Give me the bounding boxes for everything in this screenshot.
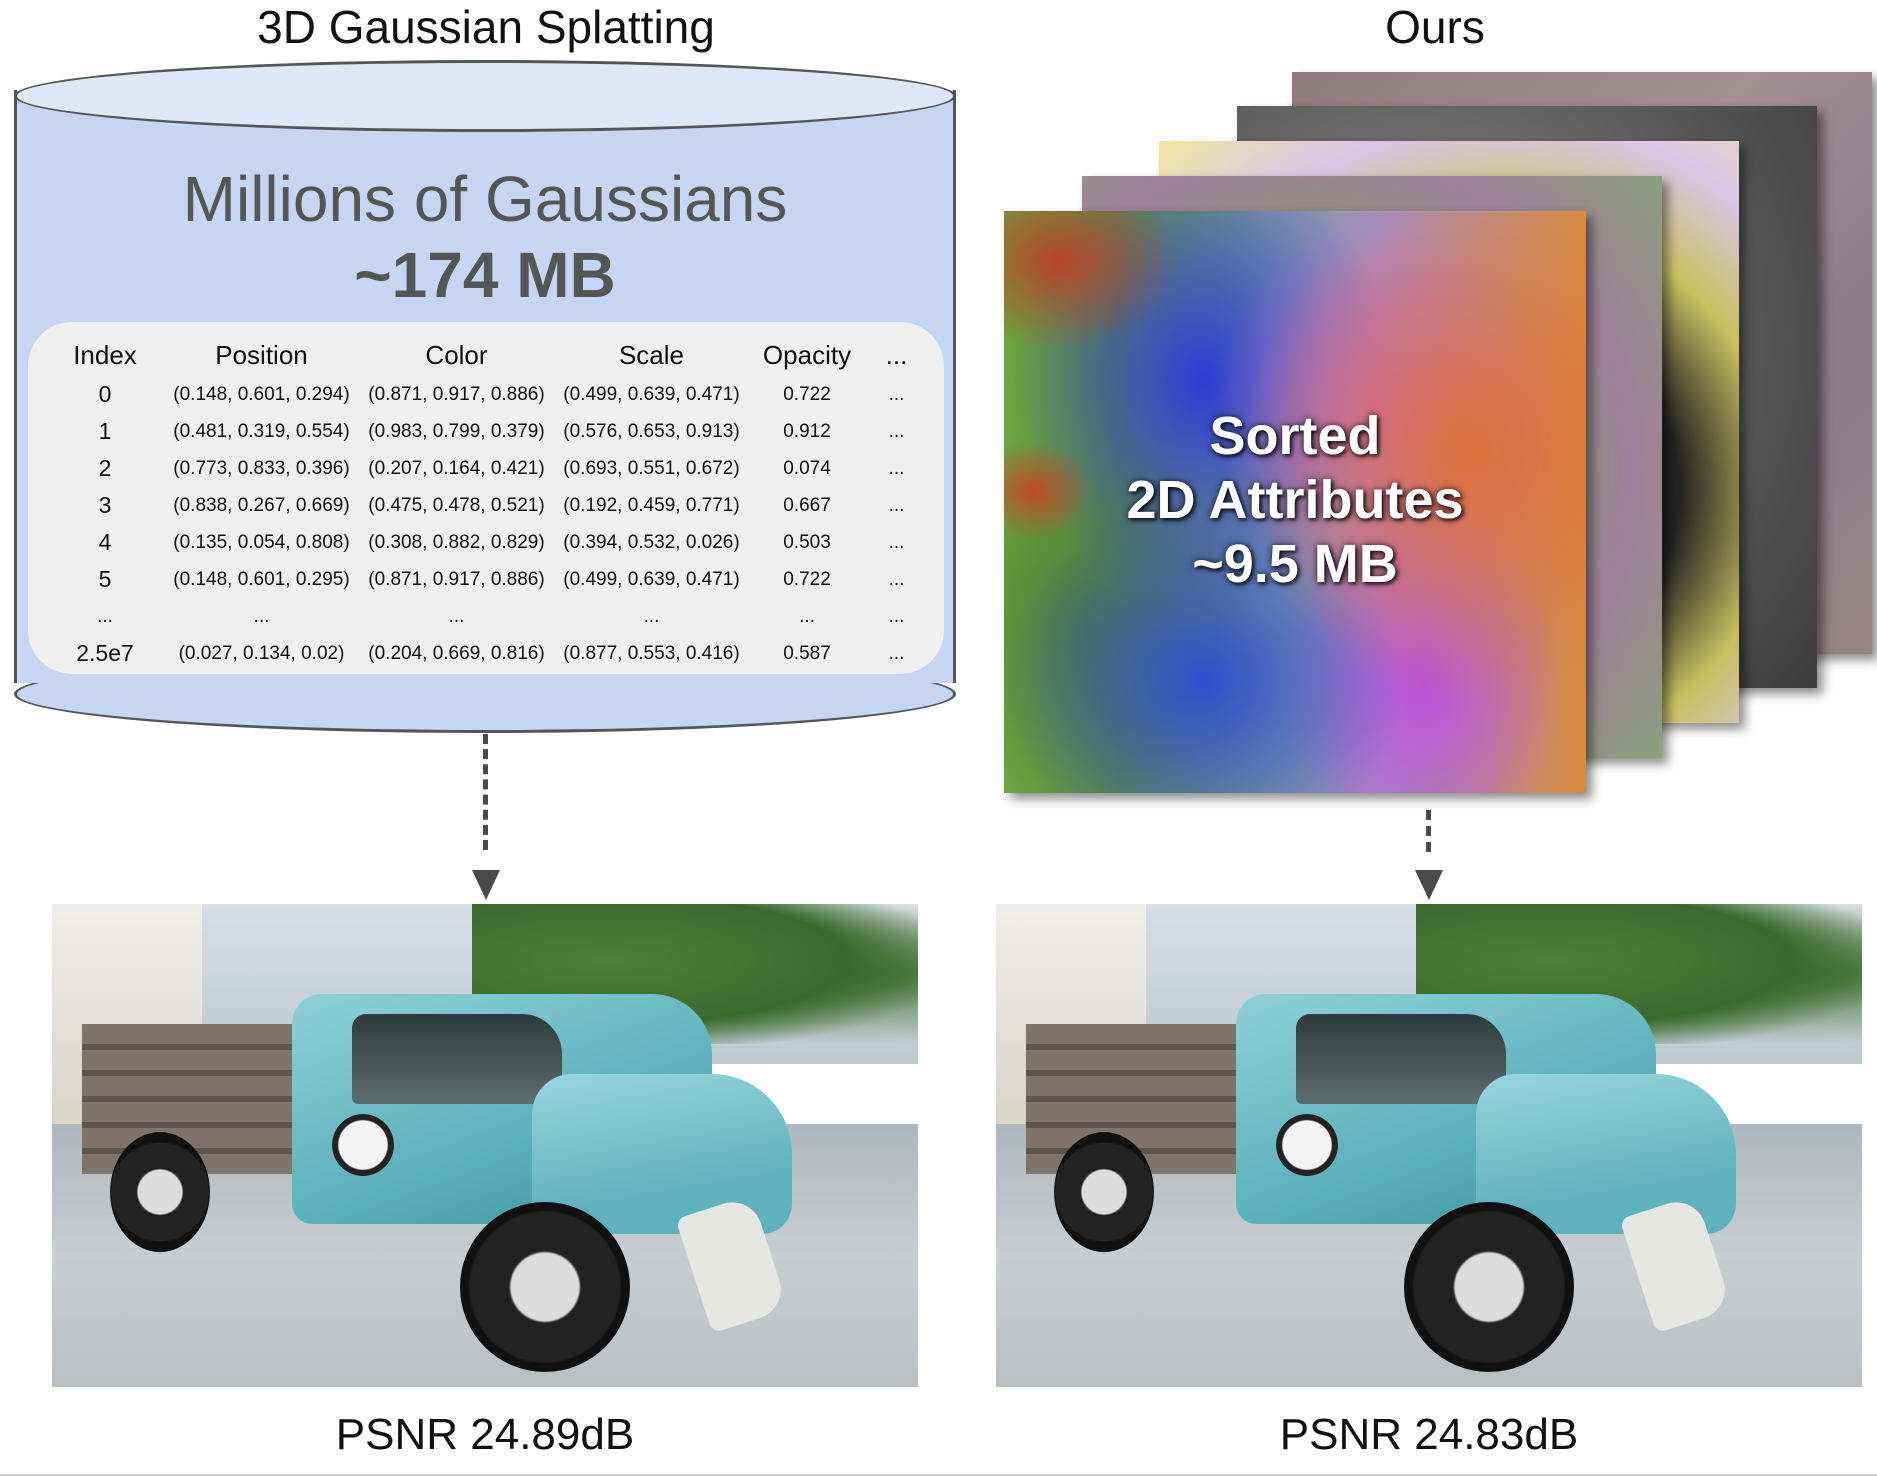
table-row: 3 (0.838, 0.267, 0.669) (0.475, 0.478, 0… [46, 487, 928, 524]
cell-opacity: 0.503 [783, 531, 831, 553]
stack-label-line: 2D Attributes [1126, 470, 1464, 530]
column-header-opacity: Opacity [762, 339, 852, 370]
cell-scale: (0.877, 0.553, 0.416) [563, 642, 740, 664]
cell-index: 2.5e7 [76, 640, 134, 666]
table-row: 2 (0.773, 0.833, 0.396) (0.207, 0.164, 0… [46, 450, 928, 487]
cell-scale: (0.192, 0.459, 0.771) [563, 494, 740, 516]
cell-color: ... [448, 605, 465, 627]
column-header-more: ... [885, 339, 908, 370]
cell-position: ... [253, 605, 270, 627]
cell-color: (0.308, 0.882, 0.829) [368, 531, 545, 553]
cell-opacity: 0.074 [783, 457, 831, 479]
arrow-head-right-icon [1415, 870, 1443, 900]
cell-index: 5 [98, 566, 112, 592]
cell-opacity: 0.722 [783, 568, 831, 590]
cell-scale: (0.576, 0.653, 0.913) [563, 420, 740, 442]
cell-color: (0.871, 0.917, 0.886) [368, 383, 545, 405]
column-header-index: Index [73, 339, 137, 370]
cell-more: ... [888, 568, 905, 590]
dashed-arrow-left [483, 734, 488, 850]
column-header-scale: Scale [618, 339, 685, 370]
cell-more: ... [888, 494, 905, 516]
cell-position: (0.148, 0.601, 0.295) [173, 568, 350, 590]
title-ours: Ours [1385, 1, 1485, 53]
cell-more: ... [888, 457, 905, 479]
table-row: 2.5e7 (0.027, 0.134, 0.02) (0.204, 0.669… [46, 635, 928, 672]
cell-opacity: 0.912 [783, 420, 831, 442]
cell-color: (0.204, 0.669, 0.816) [368, 642, 545, 664]
stack-label-line: Sorted [1209, 406, 1381, 466]
database-cylinder-top [14, 60, 956, 132]
cell-opacity: ... [799, 605, 815, 627]
title-3d-gaussian-splatting: 3D Gaussian Splatting [257, 1, 715, 53]
cell-position: (0.481, 0.319, 0.554) [173, 420, 350, 442]
table-row-ellipsis: ... ... ... ... ... ... [46, 598, 928, 635]
arrow-head-left-icon [472, 870, 500, 900]
render-3dgs-truck [52, 904, 918, 1387]
table-row: 5 (0.148, 0.601, 0.295) (0.871, 0.917, 0… [46, 561, 928, 598]
cell-index: 4 [98, 529, 112, 555]
cell-more: ... [888, 383, 905, 405]
psnr-3dgs: PSNR 24.89dB [335, 1410, 635, 1459]
cell-position: (0.838, 0.267, 0.669) [173, 494, 350, 516]
psnr-ours: PSNR 24.83dB [1279, 1410, 1579, 1459]
database-size: ~174 MB [354, 239, 616, 311]
cell-index: 3 [98, 492, 112, 518]
table-header-row: Index Position Color Scale Opacity ... [46, 334, 928, 376]
cell-position: (0.027, 0.134, 0.02) [178, 642, 345, 664]
cell-color: (0.207, 0.164, 0.421) [368, 457, 545, 479]
cell-scale: (0.394, 0.532, 0.026) [563, 531, 740, 553]
cell-position: (0.148, 0.601, 0.294) [173, 383, 350, 405]
table-row: 4 (0.135, 0.054, 0.808) (0.308, 0.882, 0… [46, 524, 928, 561]
sorted-attributes-label: Sorted 2D Attributes ~9.5 MB [1004, 404, 1586, 596]
bottom-divider [0, 1474, 1877, 1476]
cell-opacity: 0.587 [783, 642, 831, 664]
cell-opacity: 0.667 [783, 494, 831, 516]
cell-position: (0.135, 0.054, 0.808) [173, 531, 350, 553]
cell-more: ... [888, 605, 905, 627]
cell-index: 2 [98, 455, 112, 481]
cell-more: ... [888, 531, 905, 553]
cell-color: (0.983, 0.799, 0.379) [368, 420, 545, 442]
cell-scale: ... [643, 605, 660, 627]
cell-color: (0.871, 0.917, 0.886) [368, 568, 545, 590]
cell-position: (0.773, 0.833, 0.396) [173, 457, 350, 479]
cell-scale: (0.693, 0.551, 0.672) [563, 457, 740, 479]
cell-more: ... [888, 642, 905, 664]
cell-scale: (0.499, 0.639, 0.471) [563, 383, 740, 405]
cell-color: (0.475, 0.478, 0.521) [368, 494, 545, 516]
cell-more: ... [888, 420, 905, 442]
cell-index: ... [97, 605, 113, 627]
gaussian-table-panel: Index Position Color Scale Opacity ... 0… [28, 322, 944, 674]
cell-index: 1 [98, 418, 112, 444]
cell-scale: (0.499, 0.639, 0.471) [563, 568, 740, 590]
table-row: 1 (0.481, 0.319, 0.554) (0.983, 0.799, 0… [46, 413, 928, 450]
table-row: 0 (0.148, 0.601, 0.294) (0.871, 0.917, 0… [46, 376, 928, 413]
column-header-position: Position [215, 339, 308, 370]
cell-index: 0 [98, 381, 112, 407]
attribute-image-layer-1 [1004, 211, 1586, 793]
stack-label-line: ~9.5 MB [1192, 534, 1398, 594]
database-heading: Millions of Gaussians [182, 163, 788, 235]
gaussian-attribute-table: Index Position Color Scale Opacity ... 0… [46, 334, 928, 672]
render-ours-truck [996, 904, 1862, 1387]
dashed-arrow-right [1426, 810, 1431, 852]
column-header-color: Color [425, 339, 488, 370]
cell-opacity: 0.722 [783, 383, 831, 405]
